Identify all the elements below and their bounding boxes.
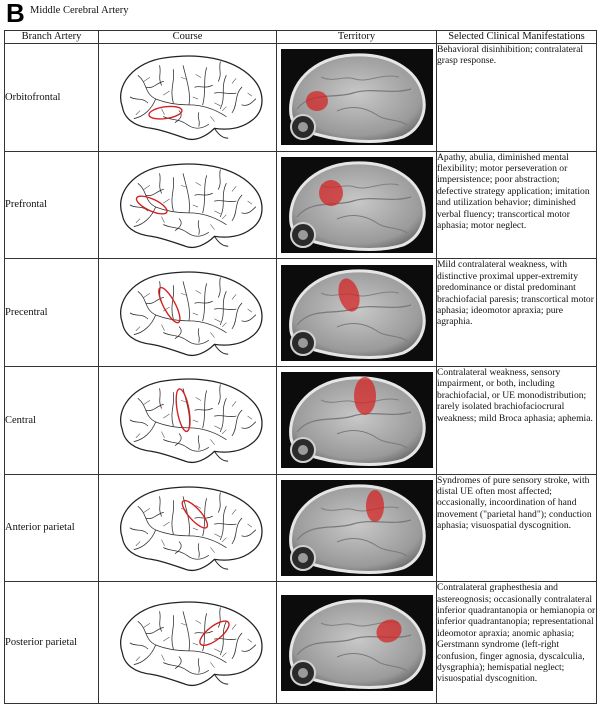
course-cell	[98, 258, 277, 367]
table-header-row: Branch Artery Course Territory Selected …	[4, 30, 597, 44]
clinical-manifestations: Contralateral graphesthesia and astereog…	[436, 581, 597, 704]
brain-course-diagram	[119, 486, 263, 571]
figure-title: Middle Cerebral Artery	[30, 5, 129, 16]
territory-cell	[276, 581, 437, 704]
clinical-manifestations: Apathy, abulia, diminished mental flexib…	[436, 150, 597, 260]
mri-territory-image	[280, 479, 433, 576]
territory-cell	[276, 473, 437, 583]
table-row: Anterior parietal Syndromes of pure sens…	[4, 473, 597, 583]
clinical-manifestations: Mild contralateral weakness, with distin…	[436, 258, 597, 367]
territory-cell	[276, 150, 437, 260]
course-cell	[98, 43, 277, 152]
territory-cell	[276, 365, 437, 475]
branch-name: Prefrontal	[4, 150, 99, 260]
clinical-manifestations: Contralateral weakness, sensory impairme…	[436, 365, 597, 475]
brain-course-diagram	[119, 600, 263, 686]
course-cell	[98, 473, 277, 583]
course-cell	[98, 581, 277, 704]
mri-territory-image	[280, 372, 433, 469]
mri-territory-image	[280, 49, 433, 146]
brain-course-diagram	[119, 378, 263, 464]
brain-course-diagram	[119, 270, 263, 356]
header-territory: Territory	[276, 30, 437, 44]
branch-name: Precentral	[4, 258, 99, 367]
table-row: Orbitofrontal Behavioral disinhibition; …	[4, 43, 597, 152]
mri-territory-image	[280, 156, 433, 253]
table-row: Prefrontal Apathy, abulia, diminished me…	[4, 150, 597, 260]
clinical-manifestations: Syndromes of pure sensory stroke, with d…	[436, 473, 597, 583]
course-cell	[98, 150, 277, 260]
territory-cell	[276, 258, 437, 367]
table-row: Posterior parietal Contralateral graphes…	[4, 581, 597, 704]
table-row: Central Contralateral weakness, sensory …	[4, 365, 597, 475]
table-row: Precentral Mild contralateral weakness, …	[4, 258, 597, 367]
header-course: Course	[98, 30, 277, 44]
branch-name: Central	[4, 365, 99, 475]
brain-course-diagram	[119, 163, 263, 248]
clinical-manifestations: Behavioral disinhibition; contralateral …	[436, 43, 597, 152]
branch-name: Posterior parietal	[4, 581, 99, 704]
branch-name: Orbitofrontal	[4, 43, 99, 152]
header-branch: Branch Artery	[4, 30, 99, 44]
branch-name: Anterior parietal	[4, 473, 99, 583]
figure-header: B Middle Cerebral Artery	[4, 0, 596, 28]
brain-course-diagram	[119, 55, 263, 141]
mri-territory-image	[280, 264, 433, 361]
mri-territory-image	[280, 594, 433, 691]
panel-letter: B	[6, 0, 25, 28]
territory-cell	[276, 43, 437, 152]
course-cell	[98, 365, 277, 475]
artery-table: Branch Artery Course Territory Selected …	[4, 30, 597, 704]
header-manifestations: Selected Clinical Manifestations	[436, 30, 597, 44]
